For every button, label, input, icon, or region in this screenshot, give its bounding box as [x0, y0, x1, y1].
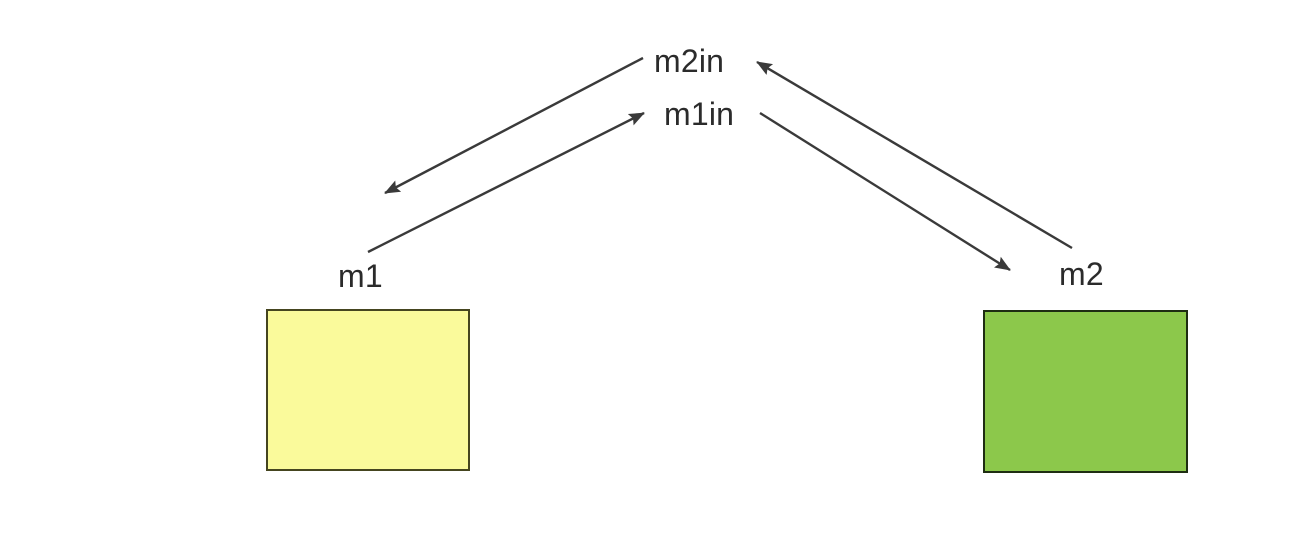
- node-label-m2: m2: [1059, 256, 1104, 292]
- port-label-m2in: m2in: [654, 43, 725, 79]
- edge-m1-to-m1in: [367, 111, 645, 254]
- node-box-m1[interactable]: [266, 309, 470, 471]
- node-box-m2[interactable]: [983, 310, 1188, 473]
- edge-m1in-to-m2: [759, 111, 1011, 272]
- edge-m2-to-m2in: [756, 60, 1073, 250]
- port-label-m1in: m1in: [664, 96, 735, 132]
- node-label-m1: m1: [338, 258, 383, 294]
- edge-m2in-to-m1: [384, 56, 644, 195]
